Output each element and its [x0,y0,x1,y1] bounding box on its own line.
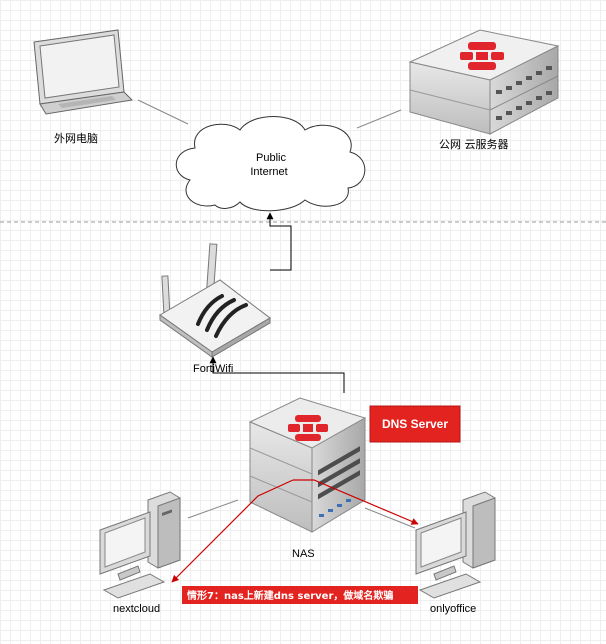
desktop-computer-icon [415,491,496,599]
desktop-computer-icon [99,491,181,599]
cloud-icon [175,116,366,212]
nas-label: NAS [292,548,315,560]
spoof-arrow-to-onlyoffice [293,479,419,525]
dns-server-callout [369,405,461,443]
fortiwifi-label: FortiWifi [193,363,233,375]
link-nas-to-nextcloud [187,499,239,519]
dns-server-label: DNS Server [382,417,448,431]
link-server-to-cloud [356,109,402,129]
nas-chassis-icon [248,397,367,533]
cloud-label-line1: Public [256,152,286,164]
wifi-router-icon [159,243,271,358]
fortinet-logo-icon [288,415,328,441]
scenario-callout [182,586,418,604]
link-fortiwifi-to-cloud [266,212,292,271]
spoof-arrow-to-nextcloud [171,479,294,583]
laptop-icon [33,29,134,115]
scenario-label: 情形7：nas上新建dns server，做域名欺骗 [187,589,393,602]
link-nas-to-onlyoffice [364,507,416,529]
fortinet-logo-icon [460,42,504,70]
external-pc-label: 外网电脑 [54,132,98,145]
link-nas-to-fortiwifi [209,356,345,393]
cloud-label-line2: Internet [250,166,287,178]
cloud-server-label: 公网 云服务器 [439,138,509,151]
link-pc-to-cloud [137,99,189,125]
nextcloud-label: nextcloud [113,603,160,615]
onlyoffice-label: onlyoffice [430,603,476,615]
